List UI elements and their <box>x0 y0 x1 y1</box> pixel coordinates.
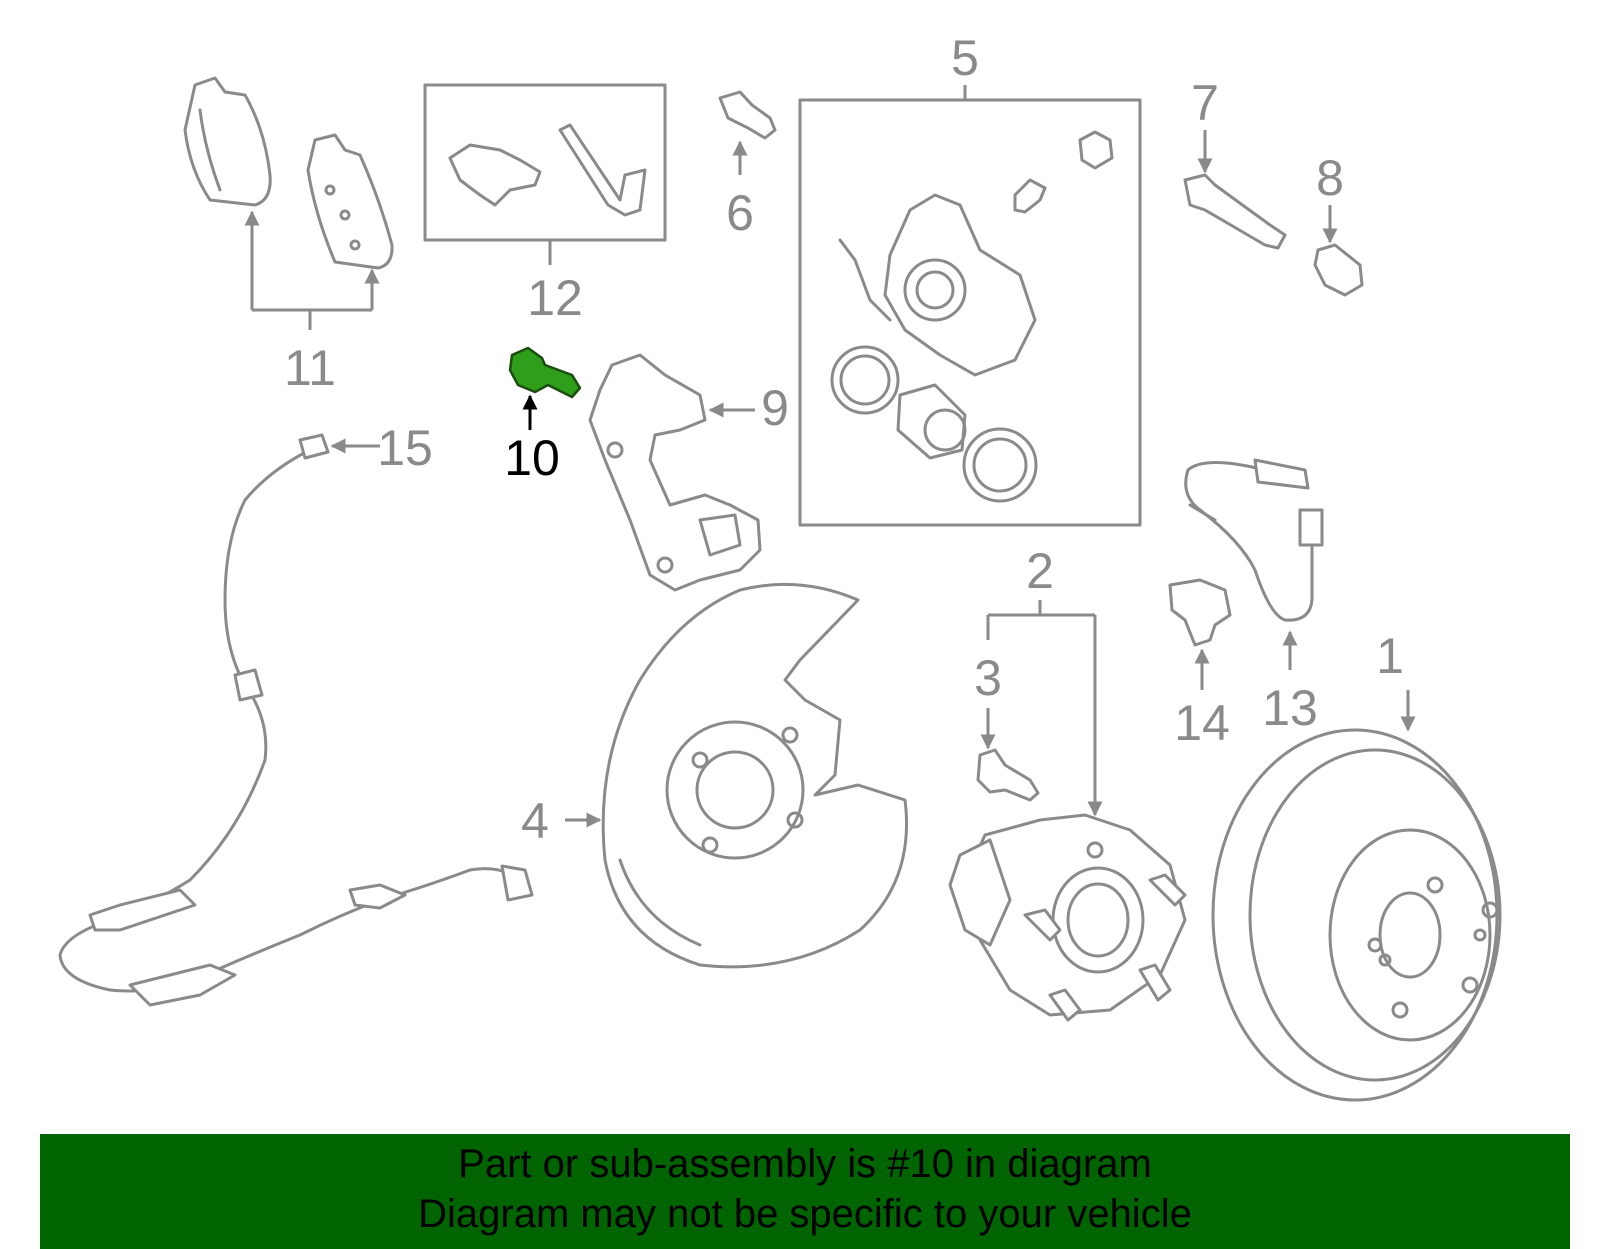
callout-6: 6 <box>726 185 754 241</box>
callout-1: 1 <box>1376 628 1404 684</box>
callout-13: 13 <box>1262 680 1318 736</box>
callout-5: 5 <box>951 30 979 86</box>
part-13-harness[interactable] <box>1184 458 1324 670</box>
part-10-bolt-highlighted[interactable] <box>508 346 582 430</box>
info-banner: Part or sub-assembly is #10 in diagram D… <box>40 1134 1570 1249</box>
callout-2: 2 <box>1026 543 1054 599</box>
callout-15: 15 <box>377 420 433 476</box>
part-8-pin-boot[interactable] <box>1313 205 1364 297</box>
part-11-brake-pads[interactable] <box>183 76 394 330</box>
banner-line-part: Part or sub-assembly is #10 in diagram <box>458 1142 1152 1186</box>
part-1-brake-rotor[interactable] <box>1211 690 1502 1102</box>
callout-10: 10 <box>504 430 560 486</box>
callout-4: 4 <box>521 793 549 849</box>
part-6-bleeder-screw[interactable] <box>718 90 777 175</box>
part-2-hub-assembly[interactable] <box>948 600 1187 1022</box>
callout-14: 14 <box>1174 695 1230 751</box>
part-3-hub-bolt[interactable] <box>976 708 1040 802</box>
callout-3: 3 <box>974 650 1002 706</box>
part-14-clip[interactable] <box>1168 578 1232 690</box>
part-5-caliper-assembly[interactable] <box>798 85 1142 527</box>
callout-8: 8 <box>1316 150 1344 206</box>
part-12-hardware-kit[interactable] <box>423 83 667 265</box>
part-7-slide-pin[interactable] <box>1183 130 1287 250</box>
part-15-abs-sensor-wire[interactable] <box>58 433 534 1007</box>
part-9-caliper-bracket[interactable] <box>588 353 762 592</box>
banner-line-disclaimer: Diagram may not be specific to your vehi… <box>418 1192 1192 1236</box>
part-4-dust-shield[interactable] <box>565 582 909 969</box>
callout-12: 12 <box>527 270 583 326</box>
callout-9: 9 <box>761 380 789 436</box>
callout-7: 7 <box>1191 75 1219 131</box>
callout-11: 11 <box>284 340 336 396</box>
